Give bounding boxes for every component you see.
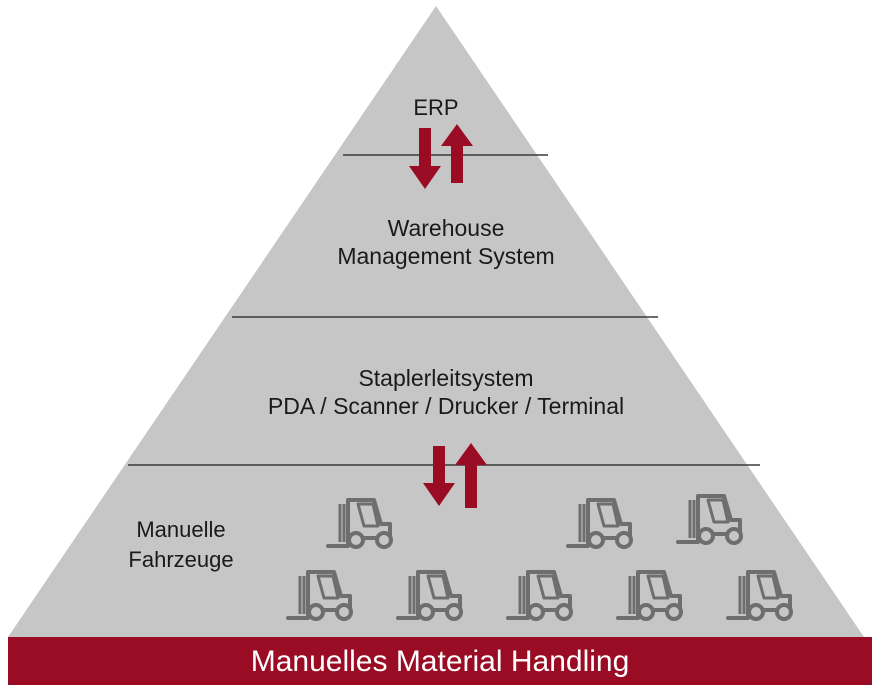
footer-title: Manuelles Material Handling: [250, 645, 630, 678]
level-manual-vehicles-label: Manuelle Fahrzeuge: [106, 515, 256, 574]
arrow-down-icon: [423, 446, 455, 506]
arrow-up-icon: [441, 124, 473, 183]
pyramid-shape: [8, 6, 864, 637]
manual-vehicles-line-2: Fahrzeuge: [128, 546, 234, 572]
arrow-down-icon: [409, 128, 441, 189]
level-wms-label: Warehouse Management System: [296, 215, 596, 270]
erp-title: ERP: [413, 95, 459, 120]
level-erp-label: ERP: [386, 95, 486, 121]
wms-line-2: Management System: [337, 242, 555, 269]
wms-line-1: Warehouse: [387, 215, 505, 241]
forklift-control-line-1: Staplerleitsystem: [358, 365, 534, 391]
level-forklift-control-label: Staplerleitsystem PDA / Scanner / Drucke…: [196, 365, 696, 420]
footer-banner: Manuelles Material Handling: [8, 637, 872, 685]
forklift-control-line-2: PDA / Scanner / Drucker / Terminal: [267, 392, 625, 419]
arrow-up-icon: [455, 443, 487, 508]
manual-vehicles-line-1: Manuelle: [136, 517, 226, 542]
